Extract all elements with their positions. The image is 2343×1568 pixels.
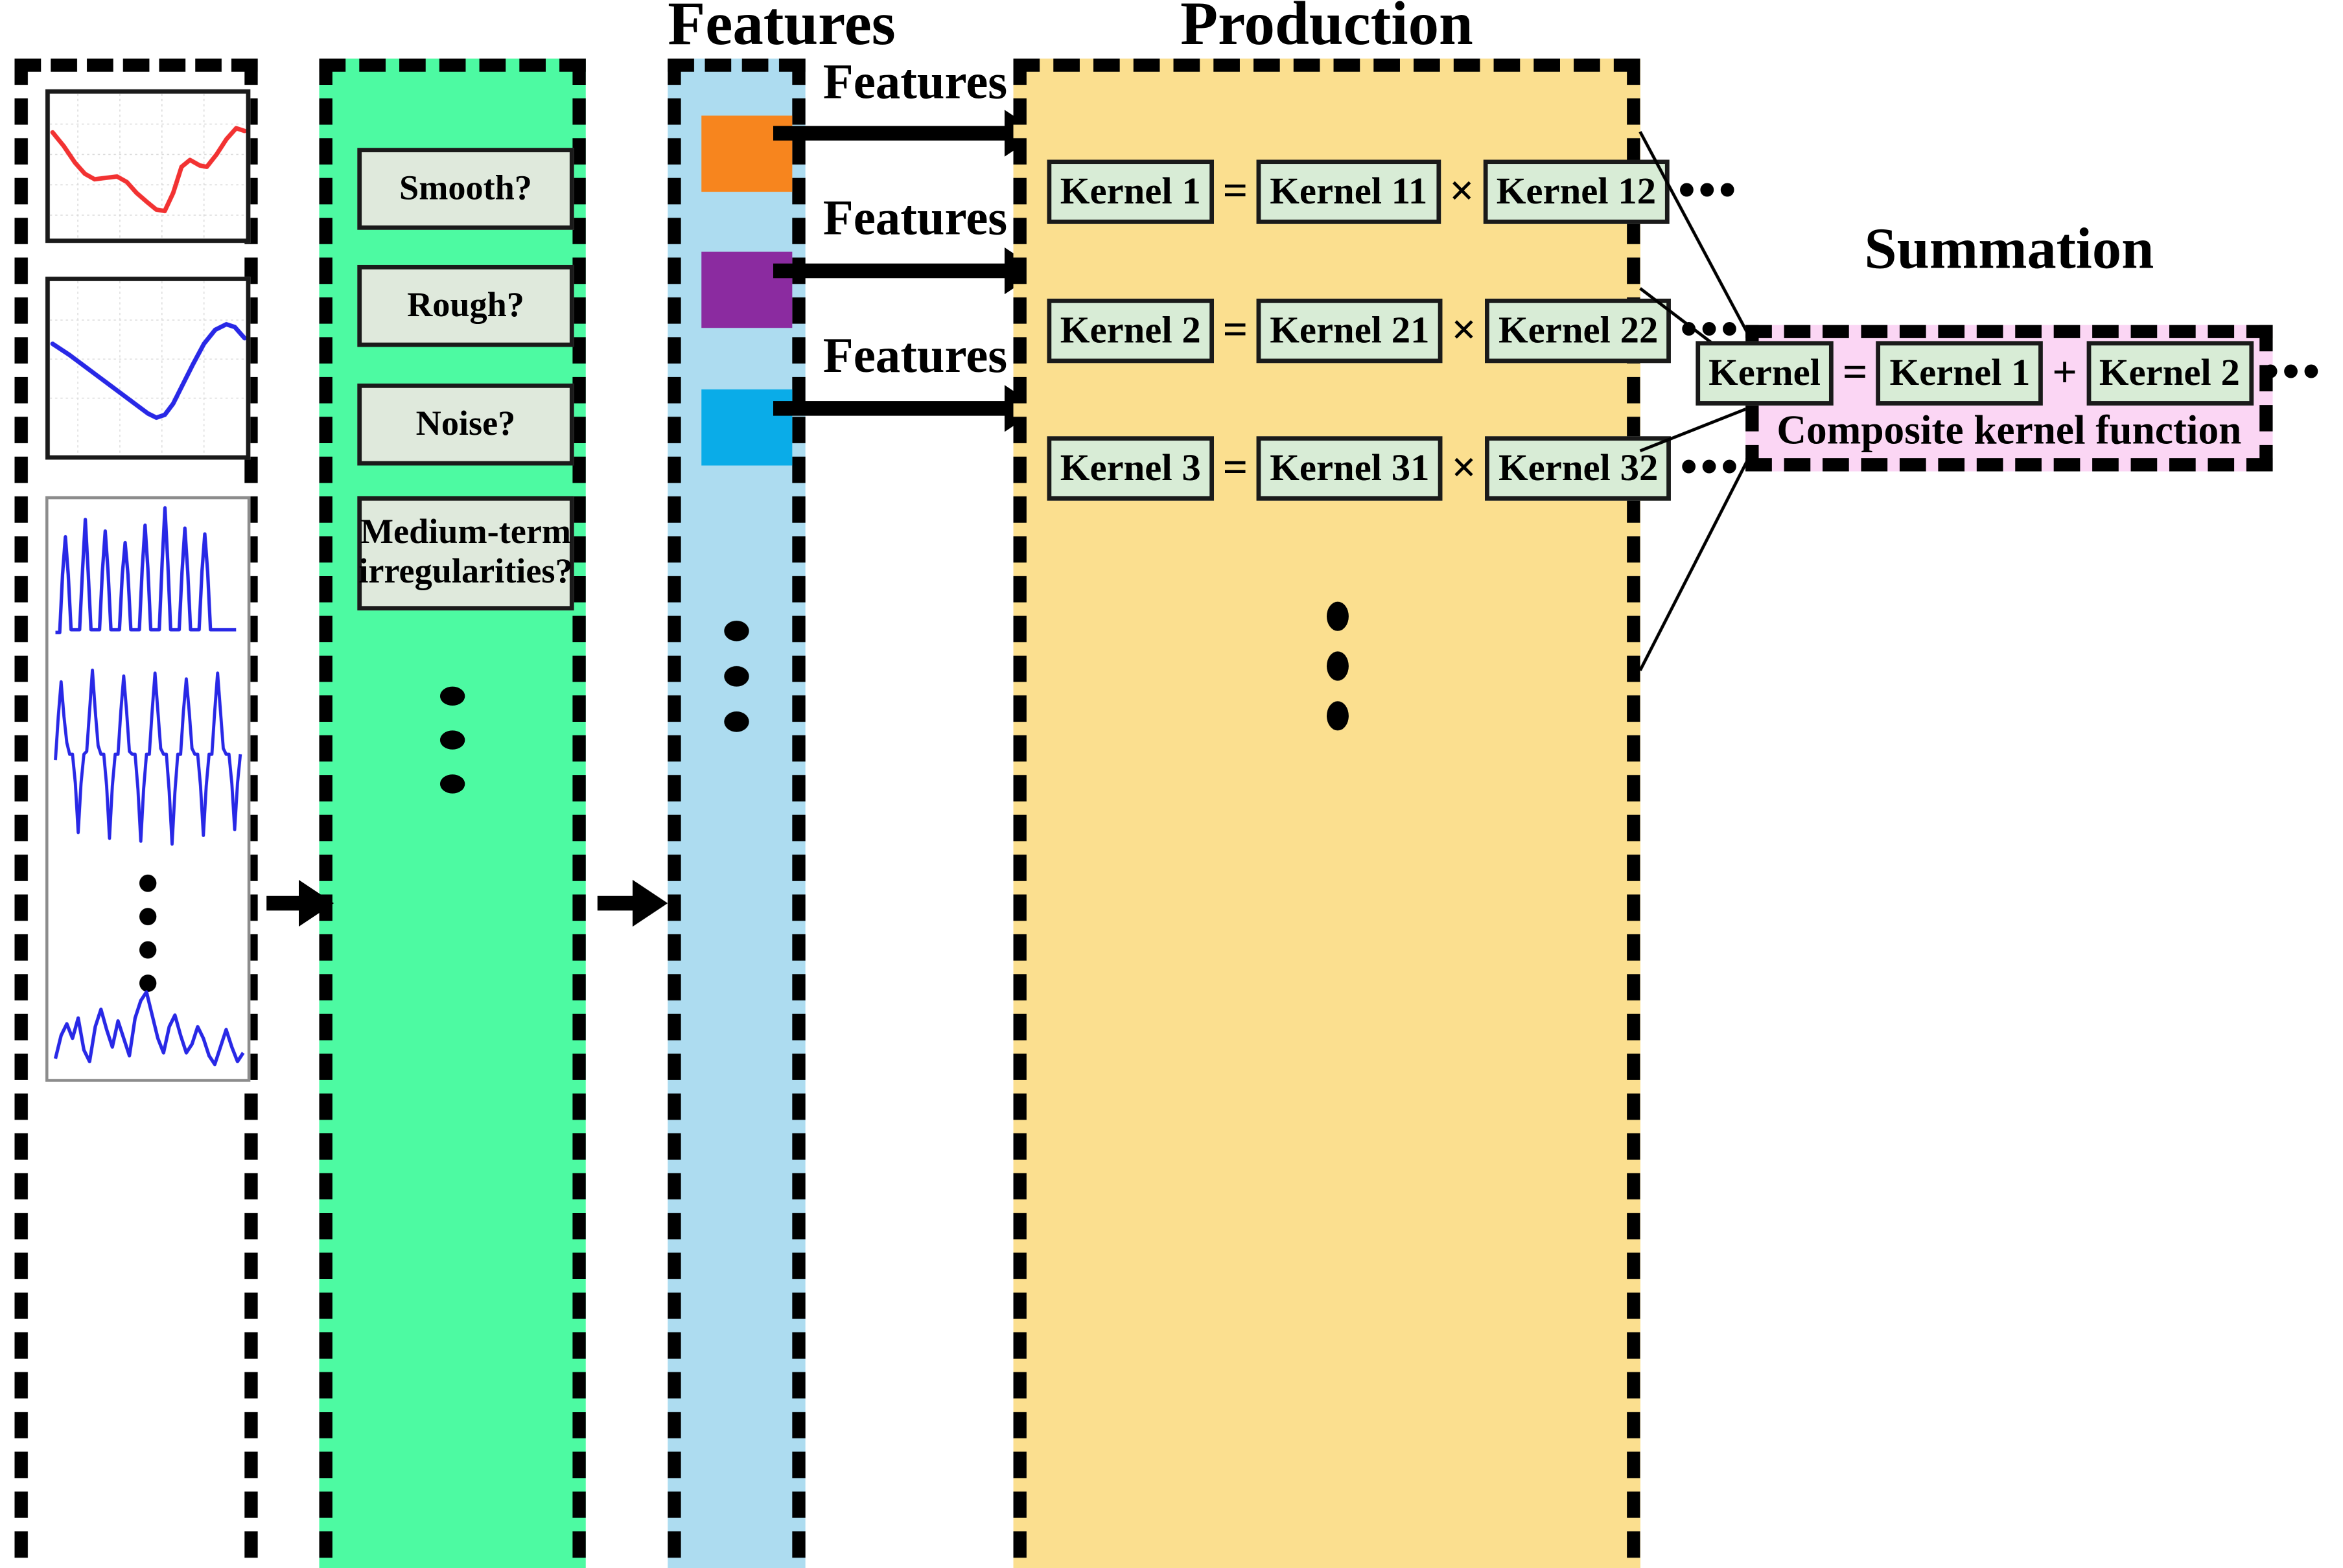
features-title: Features (668, 0, 896, 59)
series-chart-blue-smooth (45, 277, 251, 460)
kernel-21-box[interactable]: Kernel 21 (1256, 298, 1443, 363)
arrow-features-2-to-kernel-2 (773, 247, 1040, 295)
question-box-smooth[interactable]: Smooth? (357, 148, 574, 230)
summation-ellipsis: ••• (2261, 345, 2323, 400)
kernel-row-2: Kernel 2 = Kernel 21 × Kernel 22 ••• (1047, 298, 1741, 363)
composite-kernel-box[interactable]: Kernel (1695, 341, 1834, 406)
summation-plus: + (2052, 348, 2077, 397)
series-chart-periodic-group (45, 496, 251, 1082)
questions-ellipsis (439, 686, 465, 794)
production-ellipsis (1326, 601, 1349, 731)
arrow-questions-to-features (597, 879, 668, 927)
kernel-row-3-times: × (1451, 443, 1477, 492)
kernel-2-result-box[interactable]: Kernel 2 (1047, 298, 1215, 363)
production-title: Production (1180, 0, 1473, 59)
diagram-canvas: Features Production Summation (14, 0, 2320, 1568)
input-series-panel (14, 58, 258, 1568)
kernel-31-box[interactable]: Kernel 31 (1256, 436, 1443, 501)
kernel-row-2-times: × (1451, 306, 1477, 354)
features-1-label: Features 1 (822, 55, 1045, 110)
arrow-series-to-questions (266, 879, 334, 927)
feature-questions-panel: Smooth? Rough? Noise? Medium-term irregu… (319, 58, 586, 1568)
features-ellipsis (724, 620, 749, 732)
arrow-features-1-to-kernel-1 (773, 110, 1040, 157)
summation-kernel-1-box[interactable]: Kernel 1 (1876, 341, 2044, 406)
kernel-row-2-equals: = (1222, 306, 1248, 354)
kernel-32-box[interactable]: Kernel 32 (1485, 436, 1672, 501)
kernel-row-3: Kernel 3 = Kernel 31 × Kernel 32 ••• (1047, 436, 1741, 501)
kernel-12-box[interactable]: Kernel 12 (1483, 159, 1670, 224)
summation-kernel-2-box[interactable]: Kernel 2 (2086, 341, 2254, 406)
kernel-11-box[interactable]: Kernel 11 (1256, 159, 1441, 224)
kernel-row-1-times: × (1449, 167, 1475, 215)
question-box-rough[interactable]: Rough? (357, 264, 574, 347)
kernel-row-3-equals: = (1222, 443, 1248, 492)
summation-title: Summation (1864, 215, 2154, 281)
arrow-features-3-to-kernel-3 (773, 385, 1040, 432)
kernel-row-1-equals: = (1222, 167, 1248, 215)
composite-kernel-caption: Composite kernel function (1777, 408, 2242, 454)
features-3-label: Features 3 (822, 329, 1045, 384)
kernel-3-result-box[interactable]: Kernel 3 (1047, 436, 1215, 501)
features-strip-panel (668, 58, 806, 1568)
features-2-label: Features 2 (822, 191, 1045, 246)
kernel-1-result-box[interactable]: Kernel 1 (1047, 159, 1215, 224)
composite-kernel-equation: Kernel = Kernel 1 + Kernel 2 ••• (1695, 341, 2323, 406)
question-box-medium-term[interactable]: Medium-term irregularities? (357, 496, 574, 611)
summation-equals: = (1842, 348, 1868, 397)
kernel-22-box[interactable]: Kernel 22 (1485, 298, 1672, 363)
question-box-noise[interactable]: Noise? (357, 383, 574, 466)
summation-panel: Kernel = Kernel 1 + Kernel 2 ••• Composi… (1695, 325, 2320, 472)
kernel-row-1: Kernel 1 = Kernel 11 × Kernel 12 ••• (1047, 159, 1739, 224)
production-panel: Kernel 1 = Kernel 11 × Kernel 12 ••• Ker… (1013, 58, 1738, 1568)
series-chart-red-smooth (45, 89, 251, 244)
